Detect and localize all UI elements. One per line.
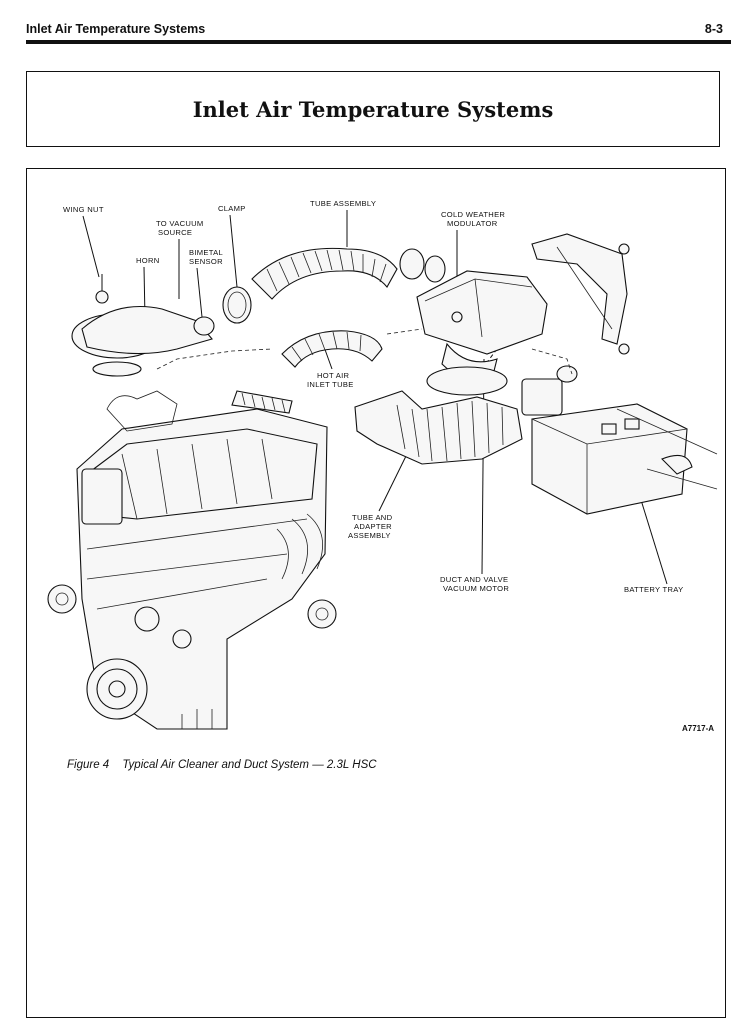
label-duct-valve-vacuum-motor-2: VACUUM MOTOR [443,584,509,593]
label-to-vacuum-source: TO VACUUM [156,219,204,228]
label-tube-adapter-assembly-2: ADAPTER [354,522,392,531]
clamp [222,286,252,324]
air-cleaner-horn [71,274,215,377]
label-cold-weather-modulator: COLD WEATHER [441,210,505,219]
label-tube-adapter-assembly: TUBE AND [352,513,393,522]
page-number: 8-3 [704,22,723,36]
tube-assembly [251,247,446,300]
figure-box: WING NUT CLAMP TUBE ASSEMBLY COLD WEATHE… [26,168,726,1018]
tube-adapter-assembly [354,365,578,465]
label-hot-air-inlet-tube: HOT AIR [317,371,350,380]
title-box: Inlet Air Temperature Systems [26,71,720,147]
figure-caption-text: Typical Air Cleaner and Duct System — 2.… [122,759,377,771]
engine-illustration: WING NUT CLAMP TUBE ASSEMBLY COLD WEATHE… [47,199,718,733]
label-horn: HORN [136,256,160,265]
label-to-vacuum-source-2: SOURCE [158,228,192,237]
air-cleaner-box [416,270,548,396]
label-battery-tray: BATTERY TRAY [624,585,683,594]
figure-id: A7717-A [682,724,714,733]
label-tube-assembly: TUBE ASSEMBLY [310,199,376,208]
hot-air-inlet-tube [281,330,383,368]
engine-block [47,328,573,730]
figure-caption: Figure 4 Typical Air Cleaner and Duct Sy… [67,759,377,771]
running-head: Inlet Air Temperature Systems [26,22,206,36]
battery-tray [531,403,718,515]
figure-caption-number: Figure 4 [67,759,110,771]
label-tube-adapter-assembly-3: ASSEMBLY [348,531,391,540]
label-duct-valve-vacuum-motor: DUCT AND VALVE [440,575,508,584]
bracket [531,233,630,355]
label-bimetal-sensor: BIMETAL [189,248,223,257]
page-title: Inlet Air Temperature Systems [192,97,554,122]
label-wing-nut: WING NUT [63,205,104,214]
header-rule [26,40,731,44]
label-bimetal-sensor-2: SENSOR [189,257,223,266]
label-hot-air-inlet-tube-2: INLET TUBE [307,380,354,389]
label-clamp: CLAMP [218,204,246,213]
label-cold-weather-modulator-2: MODULATOR [447,219,498,228]
